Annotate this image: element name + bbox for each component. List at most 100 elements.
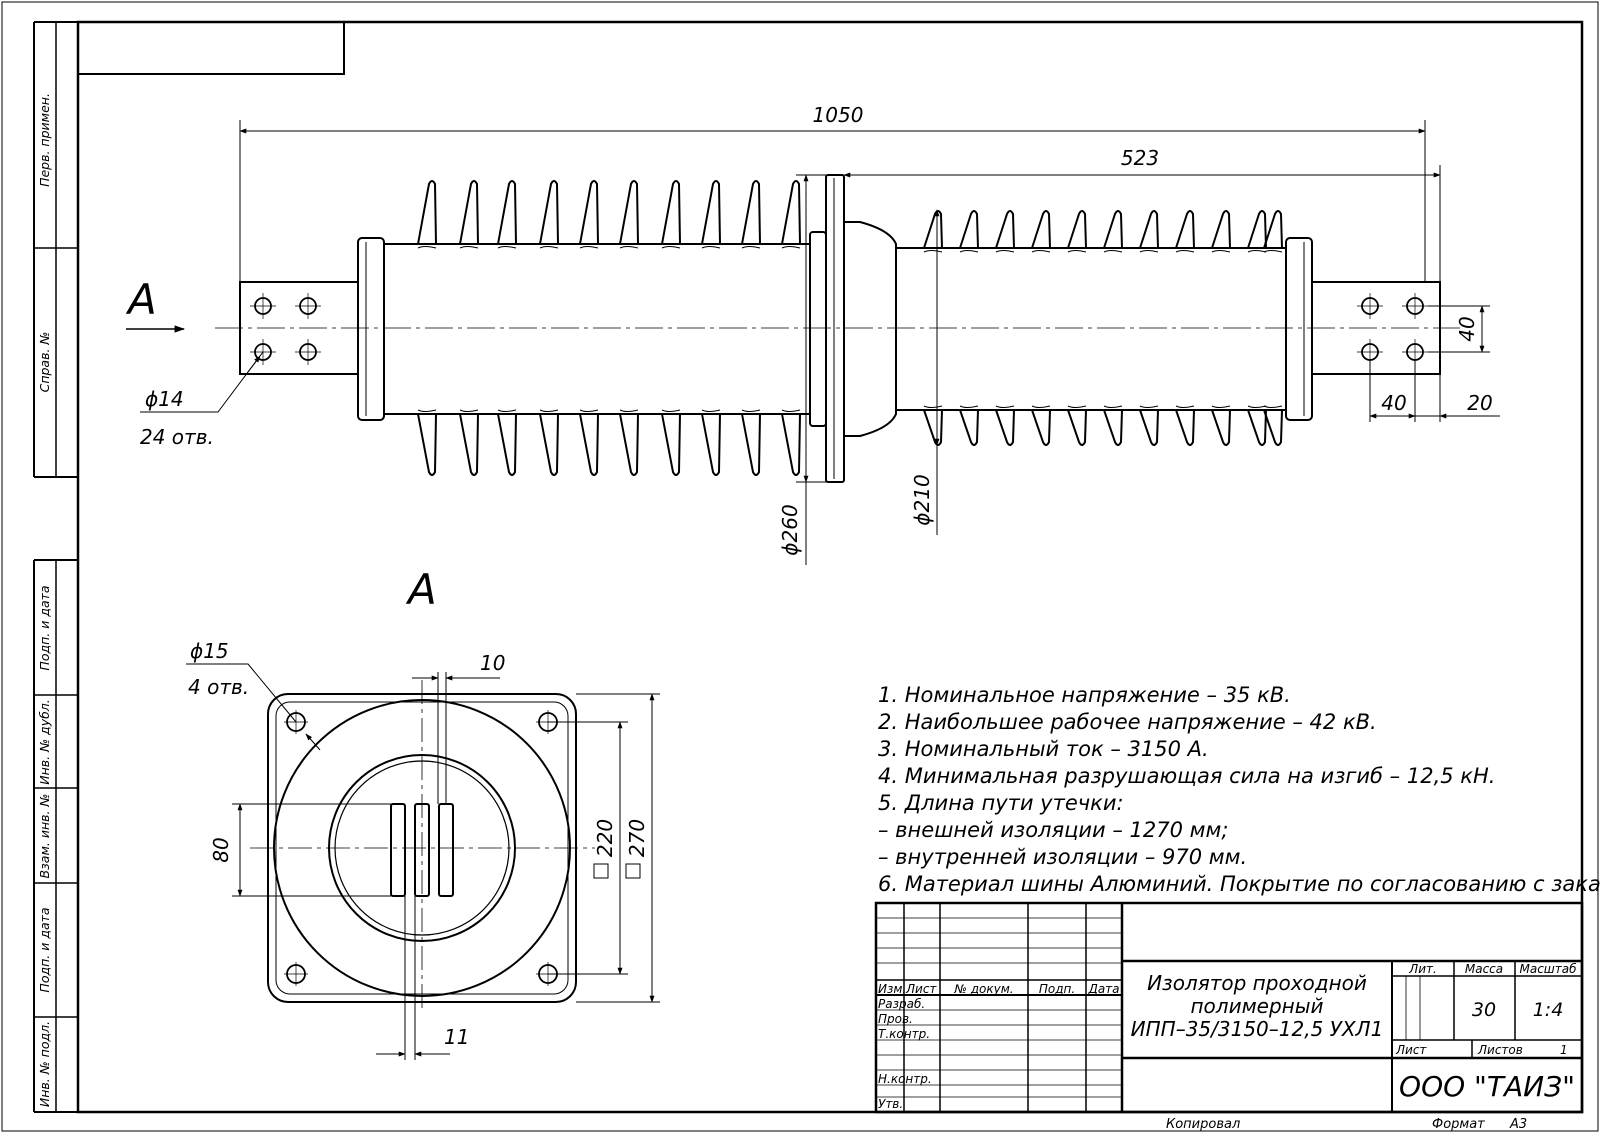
left-shed-10	[781, 180, 801, 476]
left-shed-8-root	[701, 246, 721, 412]
left-shed-8	[701, 180, 721, 476]
right-shed-7	[1139, 210, 1159, 446]
left-shed-7	[661, 180, 681, 476]
note-5a: – внешней изоляции – 1270 мм;	[878, 818, 1228, 842]
left-shed-5	[579, 180, 599, 476]
right-end-cap	[1285, 237, 1313, 421]
right-shed-8	[1175, 210, 1195, 446]
tb-role-prov: Пров.	[878, 1012, 913, 1026]
right-shed-10-root	[1247, 250, 1267, 408]
dim-slot-width: 11	[444, 1025, 469, 1049]
note-6: 6. Материал шины Алюминий. Покрытие по с…	[878, 872, 1600, 896]
dim-part-length: 523	[1121, 146, 1159, 170]
view-arrow-label: A	[125, 275, 157, 324]
main-dimensions	[126, 120, 1500, 565]
stamp-inv-podl: Инв. № подл.	[37, 1021, 52, 1107]
right-shed-4-root	[1031, 250, 1051, 408]
tb-role-razrab: Разраб.	[878, 997, 925, 1011]
title-block-texts: Изм. Лист № докум. Подп. Дата Разраб. Пр…	[878, 962, 1577, 1111]
tb-role-tkontr: Т.контр.	[878, 1027, 930, 1041]
tb-title-line-2: полимерный	[1190, 994, 1323, 1018]
tb-mass-value: 30	[1472, 999, 1496, 1021]
tb-sheet-label: Лист	[1395, 1043, 1427, 1057]
flange-ring-left	[809, 231, 827, 427]
left-shed-9	[741, 180, 761, 476]
dim-hole-count-top: 24 отв.	[140, 425, 214, 449]
flange-transition	[843, 221, 897, 437]
note-1: 1. Номинальное напряжение – 35 кВ.	[878, 683, 1291, 707]
right-shed-3	[995, 210, 1015, 446]
technical-notes: 1. Номинальное напряжение – 35 кВ. 2. На…	[878, 683, 1600, 896]
dim-flange-square: 270	[625, 819, 649, 857]
stamp-podp-data-2: Подп. и дата	[37, 907, 52, 992]
stamp-vzam-inv: Взам. инв. №	[37, 794, 52, 879]
right-shed-11	[1263, 210, 1283, 446]
note-5b: – внутренней изоляции – 970 мм.	[878, 845, 1247, 869]
dim-flange-square-group: 270	[625, 819, 649, 879]
section-view-label: A	[405, 565, 437, 614]
tb-header-doc: № докум.	[953, 982, 1013, 996]
right-shed-10	[1247, 210, 1267, 446]
dim-slot-gap: 10	[480, 651, 505, 675]
right-shed-11-root	[1263, 250, 1283, 408]
side-stamps: Перв. примен. Справ. № Подп. и дата Инв.…	[37, 93, 52, 1107]
note-2: 2. Наибольшее рабочее напряжение – 42 кВ…	[878, 710, 1377, 734]
right-shed-5-root	[1067, 250, 1087, 408]
left-shed-1-root	[417, 246, 437, 412]
stamp-inv-dubl: Инв. № дубл.	[37, 699, 52, 785]
right-body	[895, 247, 1287, 411]
left-shed-5-root	[579, 246, 599, 412]
dim-bolt-square-group: 220	[593, 819, 617, 879]
left-end-cap	[357, 237, 385, 421]
tb-header-data: Дата	[1087, 982, 1119, 996]
tb-scale-label: Масштаб	[1519, 962, 1577, 976]
tb-header-list: Лист	[905, 982, 937, 996]
footer-copied: Копировал	[1166, 1117, 1240, 1132]
left-shed-9-root	[741, 246, 761, 412]
footer-format-label: Формат	[1432, 1117, 1485, 1132]
sheet-footer: Копировал Формат А3	[1166, 1117, 1527, 1132]
dim-hole-spacing-v: 40	[1455, 316, 1479, 341]
tb-sheets-value: 1	[1560, 1043, 1568, 1057]
tb-title-line-1: Изолятор проходной	[1147, 971, 1367, 995]
tb-lit-label: Лит.	[1408, 962, 1437, 976]
note-5: 5. Длина пути утечки:	[878, 791, 1124, 815]
dim-hole-dia-view: ϕ15	[190, 639, 229, 663]
footer-format-value: А3	[1509, 1117, 1527, 1132]
left-shed-3-root	[497, 246, 517, 412]
main-dimension-texts: 1050 523 ϕ14 24 отв. ϕ260 ϕ210 40 40 20 …	[125, 103, 1493, 556]
left-shed-1	[417, 180, 437, 476]
mounting-flange	[825, 174, 845, 483]
stamp-podp-data-1: Подп. и дата	[37, 585, 52, 670]
left-bolt-holes	[254, 297, 317, 361]
tb-mass-label: Масса	[1465, 962, 1503, 976]
view-a	[250, 680, 595, 1012]
view-a-dimensions	[186, 663, 660, 1060]
tb-scale-value: 1:4	[1533, 999, 1564, 1021]
note-3: 3. Номинальный ток – 3150 А.	[878, 737, 1209, 761]
right-shed-2-root	[959, 250, 979, 408]
dim-shed-dia: ϕ210	[910, 474, 934, 525]
dim-slot-height: 80	[209, 837, 233, 862]
left-shed-6-root	[619, 246, 639, 412]
left-shed-4-root	[539, 246, 559, 412]
left-shed-2-root	[459, 246, 479, 412]
right-shed-9-root	[1211, 250, 1231, 408]
right-shed-2	[959, 210, 979, 446]
right-bolt-holes	[1361, 297, 1424, 361]
tb-header-izm: Изм.	[878, 982, 906, 996]
dim-hole-dia-top: ϕ14	[145, 387, 184, 411]
dim-bolt-square: 220	[593, 819, 617, 857]
right-shed-4	[1031, 210, 1051, 446]
tb-role-nkontr: Н.контр.	[878, 1072, 932, 1086]
tb-title-line-3: ИПП–35/3150–12,5 УХЛ1	[1131, 1017, 1384, 1041]
tb-organization: ООО "ТАИЗ"	[1399, 1070, 1575, 1103]
left-shed-4	[539, 180, 559, 476]
insulator-elevation	[215, 174, 1460, 483]
right-sheds	[923, 210, 1283, 446]
view-a-texts: A 10 11 80 ϕ15 4 отв. 220 270	[188, 565, 649, 1049]
left-shed-10-root	[781, 246, 801, 412]
tb-sheets-label: Листов	[1477, 1043, 1523, 1057]
dim-hole-count-view: 4 отв.	[188, 675, 249, 699]
